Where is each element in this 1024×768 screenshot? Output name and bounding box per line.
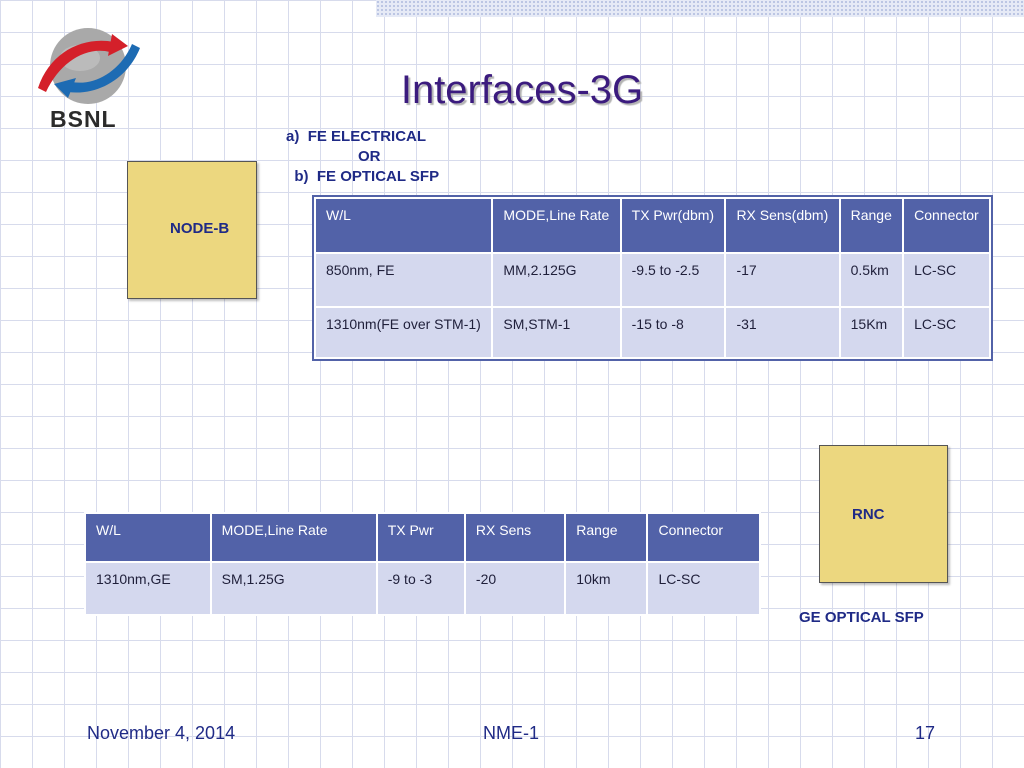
option-b: b) FE OPTICAL SFP bbox=[286, 167, 486, 187]
page-number: 17 bbox=[915, 723, 936, 743]
option-a-marker: a) bbox=[286, 128, 300, 145]
option-a-text: FE ELECTRICAL bbox=[307, 128, 427, 145]
table-cell: 15Km bbox=[838, 306, 905, 359]
table-cell: 1310nm(FE over STM-1) bbox=[313, 306, 494, 359]
table-header-cell: MODE,Line Rate bbox=[209, 512, 378, 563]
node-b-label: NODE-B bbox=[170, 220, 230, 237]
table-row: 850nm, FE MM,2.125G -9.5 to -2.5 -17 0.5… bbox=[313, 252, 991, 308]
table-cell: -9 to -3 bbox=[375, 561, 466, 616]
table-cell: 0.5km bbox=[838, 252, 905, 308]
table-cell: MM,2.125G bbox=[491, 252, 622, 308]
table-cell: LC-SC bbox=[902, 252, 991, 308]
ge-spec-table: W/L MODE,Line Rate TX Pwr RX Sens Range … bbox=[84, 512, 761, 616]
bsnl-logo-icon bbox=[38, 28, 140, 104]
table-cell: LC-SC bbox=[902, 306, 991, 359]
footer-date: November 4, 2014 bbox=[87, 723, 236, 743]
table-header-cell: W/L bbox=[84, 512, 212, 563]
table-header-cell: TX Pwr bbox=[375, 512, 466, 563]
table-header-row: W/L MODE,Line Rate TX Pwr(dbm) RX Sens(d… bbox=[313, 197, 991, 254]
option-a: a) FE ELECTRICAL bbox=[286, 127, 486, 147]
table-header-cell: RX Sens bbox=[463, 512, 567, 563]
rnc-label: RNC bbox=[852, 506, 885, 523]
table-header-cell: MODE,Line Rate bbox=[491, 197, 622, 254]
table-cell: -31 bbox=[724, 306, 841, 359]
option-or: OR bbox=[358, 148, 381, 165]
node-b-box bbox=[127, 161, 257, 299]
table-header-cell: Connector bbox=[646, 512, 761, 563]
table-header-cell: W/L bbox=[313, 197, 494, 254]
fe-spec-table: W/L MODE,Line Rate TX Pwr(dbm) RX Sens(d… bbox=[312, 195, 993, 361]
table-header-cell: RX Sens(dbm) bbox=[724, 197, 841, 254]
table-cell: -9.5 to -2.5 bbox=[619, 252, 727, 308]
rnc-box bbox=[819, 445, 948, 583]
table-header-cell: Range bbox=[838, 197, 905, 254]
logo-text: BSNL bbox=[50, 106, 117, 132]
bsnl-logo bbox=[28, 22, 153, 134]
table-cell: 10km bbox=[564, 561, 649, 616]
table-cell: LC-SC bbox=[646, 561, 761, 616]
top-pattern-band bbox=[376, 0, 1024, 17]
table-cell: -15 to -8 bbox=[619, 306, 727, 359]
table-header-cell: Range bbox=[564, 512, 649, 563]
table-cell: SM,1.25G bbox=[209, 561, 378, 616]
slide-title: Interfaces-3G bbox=[400, 68, 644, 112]
table-row: 1310nm(FE over STM-1) SM,STM-1 -15 to -8… bbox=[313, 306, 991, 359]
ge-optical-sfp-label: GE OPTICAL SFP bbox=[799, 609, 924, 626]
table-cell: -20 bbox=[463, 561, 567, 616]
table-cell: -17 bbox=[724, 252, 841, 308]
footer-center: NME-1 bbox=[483, 723, 540, 743]
option-b-marker: b) bbox=[294, 168, 309, 185]
table-cell: SM,STM-1 bbox=[491, 306, 622, 359]
table-header-cell: TX Pwr(dbm) bbox=[619, 197, 727, 254]
option-b-text: FE OPTICAL SFP bbox=[316, 168, 440, 185]
table-cell: 850nm, FE bbox=[313, 252, 494, 308]
table-row: 1310nm,GE SM,1.25G -9 to -3 -20 10km LC-… bbox=[84, 561, 761, 616]
interface-options: a) FE ELECTRICAL OR b) FE OPTICAL SFP bbox=[286, 127, 486, 187]
table-header-row: W/L MODE,Line Rate TX Pwr RX Sens Range … bbox=[84, 512, 761, 563]
table-cell: 1310nm,GE bbox=[84, 561, 212, 616]
table-header-cell: Connector bbox=[902, 197, 991, 254]
